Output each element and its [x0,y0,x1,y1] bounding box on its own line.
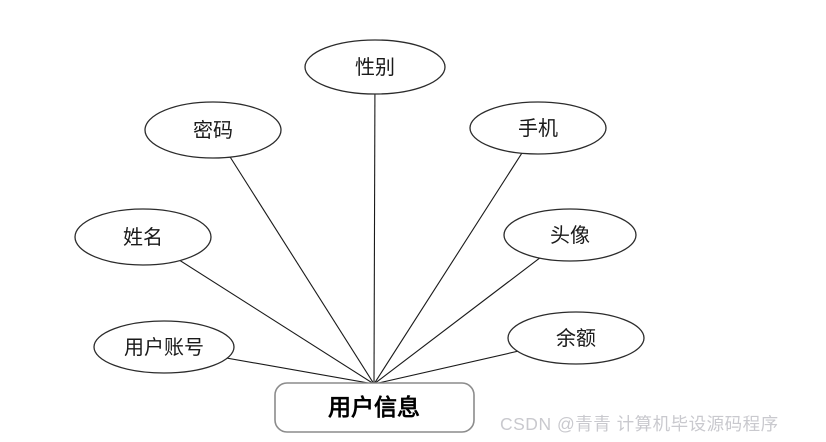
attribute-node-balance: 余额 [507,311,645,365]
attribute-label-phone: 手机 [518,117,558,140]
connector-gender [373,66,376,385]
attribute-node-avatar: 头像 [503,208,637,262]
csdn-watermark: CSDN @青青 计算机毕设源码程序 [500,414,779,434]
entity-rect-user-info [274,382,475,433]
attribute-label-gender: 性别 [355,56,395,79]
connector-name [142,236,375,385]
attribute-ellipse-balance [507,311,645,365]
attribute-label-avatar: 头像 [550,224,590,247]
attribute-node-account: 用户账号 [93,320,235,374]
attribute-ellipse-account [93,320,235,374]
attribute-node-phone: 手机 [469,101,607,155]
attribute-ellipse-gender [304,39,446,95]
attribute-label-password: 密码 [193,119,233,142]
connector-avatar [373,234,571,385]
attribute-node-gender: 性别 [304,39,446,95]
attribute-node-password: 密码 [144,101,282,159]
attribute-label-balance: 余额 [556,327,596,350]
attribute-ellipse-avatar [503,208,637,262]
attribute-label-name: 姓名 [123,226,163,249]
attribute-label-account: 用户账号 [124,336,204,359]
attribute-ellipse-name [74,208,212,266]
attribute-ellipse-phone [469,101,607,155]
attribute-ellipse-password [144,101,282,159]
connector-password [212,129,375,385]
entity-node-user-info: 用户信息 [274,382,475,433]
attribute-node-name: 姓名 [74,208,212,266]
entity-label-user-info: 用户信息 [328,394,420,420]
connector-phone [373,127,539,385]
